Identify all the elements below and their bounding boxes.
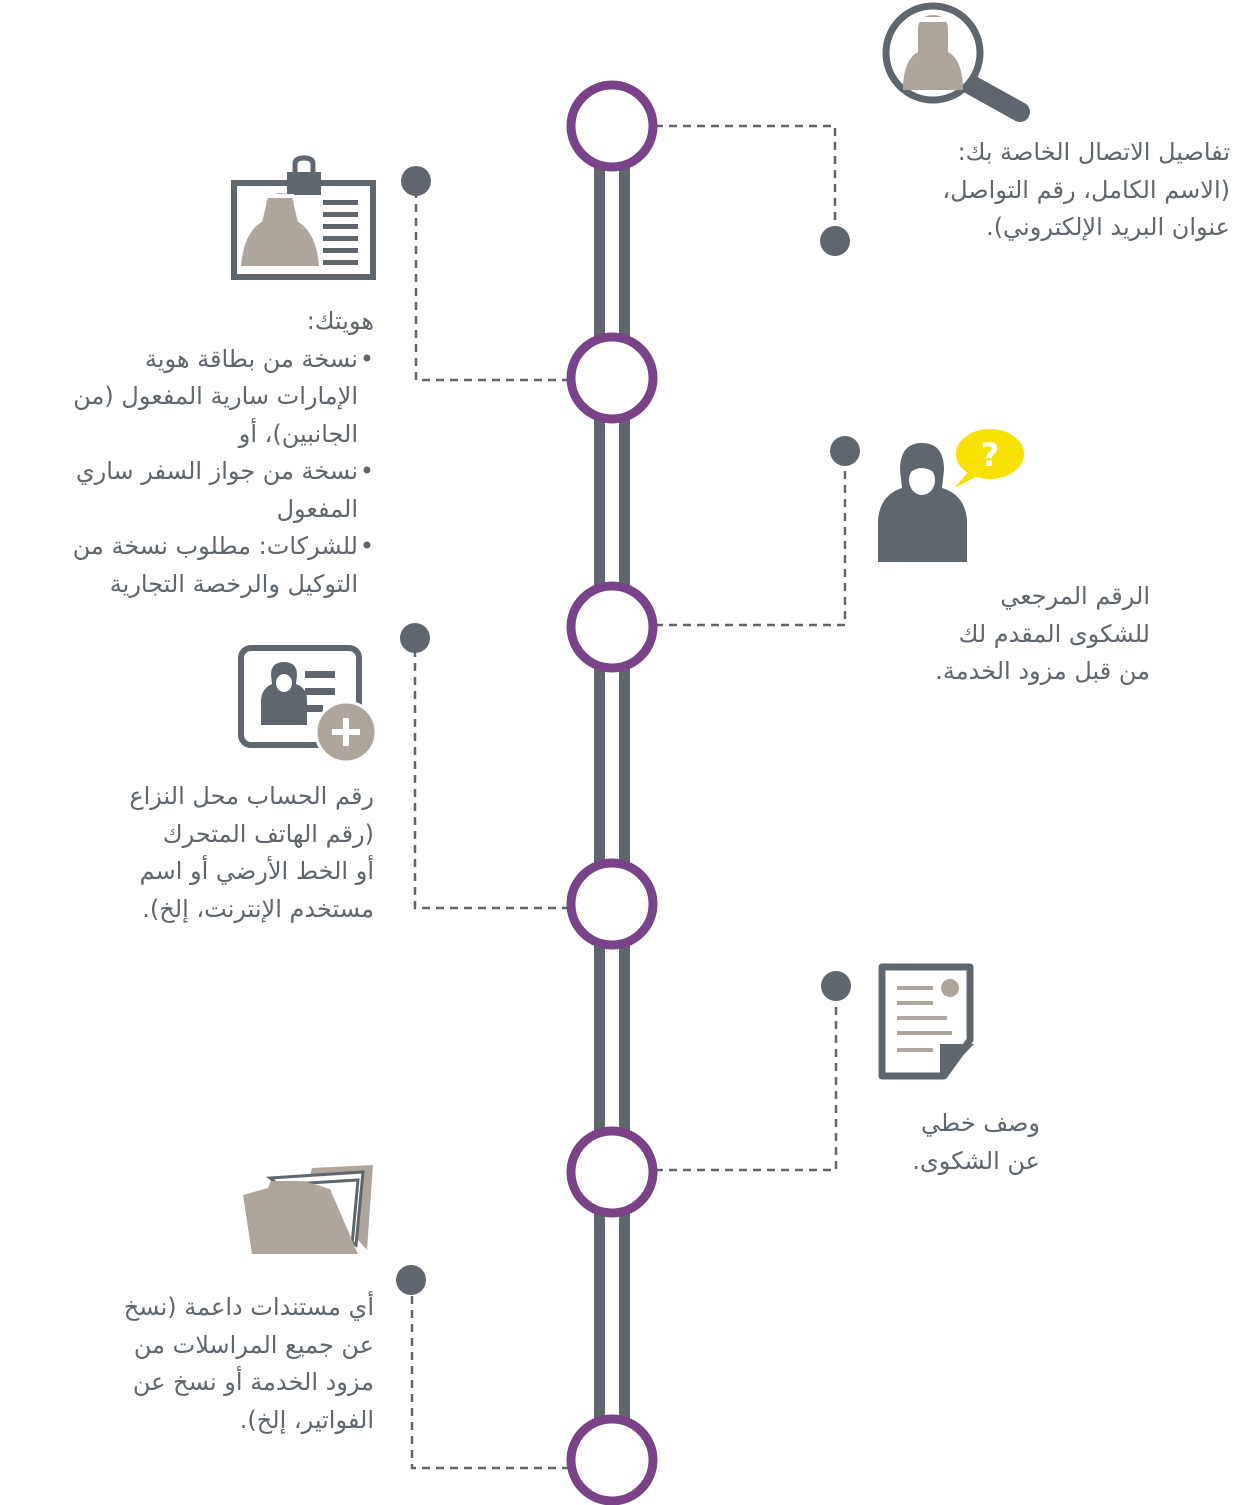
dot-description xyxy=(821,971,851,1001)
identity-text: هويتك: نسخة من بطاقة هوية الإمارات سارية… xyxy=(8,303,374,603)
identity-title: هويتك: xyxy=(306,307,374,335)
connector-reference xyxy=(655,451,847,627)
identity-bullet-companies: للشركات: مطلوب نسخة من التوكيل والرخصة ا… xyxy=(8,528,374,603)
connector-dots xyxy=(396,166,860,1295)
contact-line-2: (الاسم الكامل، رقم التواصل، xyxy=(942,175,1230,204)
svg-text:?: ? xyxy=(981,436,1000,474)
supporting-docs-text: أي مستندات داعمة (نسخ عن جميع المراسلات … xyxy=(40,1289,374,1439)
dot-reference xyxy=(830,436,860,466)
connectors xyxy=(410,124,847,1470)
timeline-nodes xyxy=(566,80,658,1505)
account-line-3: أو الخط الأرضي أو اسم xyxy=(139,857,374,885)
node-contact xyxy=(566,80,658,172)
node-reference xyxy=(566,581,658,673)
node-account xyxy=(566,858,658,950)
identity-list: نسخة من بطاقة هوية الإمارات سارية المفعو… xyxy=(8,341,374,604)
identity-bullet-emirates-id: نسخة من بطاقة هوية الإمارات سارية المفعو… xyxy=(8,341,374,454)
question-person-icon: ? xyxy=(878,429,1024,562)
description-line-2: عن الشكوى. xyxy=(912,1146,1040,1175)
add-account-icon xyxy=(238,645,378,764)
id-badge-icon xyxy=(231,155,376,280)
supporting-line-1: أي مستندات داعمة (نسخ xyxy=(123,1293,374,1321)
node-description xyxy=(566,1126,658,1218)
account-line-2: (رقم الهاتف المتحرك xyxy=(162,819,374,848)
contact-details-text: تفاصيل الاتصال الخاصة بك: (الاسم الكامل،… xyxy=(860,134,1230,247)
connector-identity xyxy=(414,182,570,382)
supporting-line-2: عن جميع المراسلات من xyxy=(133,1330,374,1359)
connector-description xyxy=(655,986,838,1172)
contact-line-1: تفاصيل الاتصال الخاصة بك: xyxy=(957,138,1230,166)
account-line-4: مستخدم الإنترنت، إلخ). xyxy=(142,894,374,923)
node-supporting xyxy=(566,1414,658,1505)
search-person-icon xyxy=(882,2,1030,122)
supporting-line-3: مزود الخدمة أو نسخ عن xyxy=(132,1368,374,1396)
reference-line-3: من قبل مزود الخدمة. xyxy=(935,657,1150,685)
dot-supporting xyxy=(396,1265,426,1295)
folder-icon xyxy=(243,1165,373,1254)
identity-bullet-passport: نسخة من جواز السفر ساري المفعول xyxy=(8,453,374,528)
account-number-text: رقم الحساب محل النزاع (رقم الهاتف المتحر… xyxy=(40,778,374,928)
account-line-1: رقم الحساب محل النزاع xyxy=(129,782,374,810)
reference-line-2: للشكوى المقدم لك xyxy=(958,619,1150,648)
supporting-line-4: الفواتير، إلخ). xyxy=(239,1405,374,1434)
dot-contact xyxy=(820,226,850,256)
connector-supporting xyxy=(410,1280,570,1470)
connector-account xyxy=(413,638,570,910)
description-text: وصف خطي عن الشكوى. xyxy=(860,1105,1040,1180)
dot-account xyxy=(400,623,430,653)
description-line-1: وصف خطي xyxy=(921,1109,1040,1137)
reference-number-text: الرقم المرجعي للشكوى المقدم لك من قبل مز… xyxy=(860,578,1150,691)
connector-contact xyxy=(655,124,837,240)
node-identity xyxy=(566,332,658,424)
contact-line-3: عنوان البريد الإلكتروني). xyxy=(986,213,1230,241)
timeline-track xyxy=(594,125,630,1470)
document-icon xyxy=(878,963,974,1080)
reference-line-1: الرقم المرجعي xyxy=(1000,582,1150,610)
dot-identity xyxy=(401,166,431,196)
